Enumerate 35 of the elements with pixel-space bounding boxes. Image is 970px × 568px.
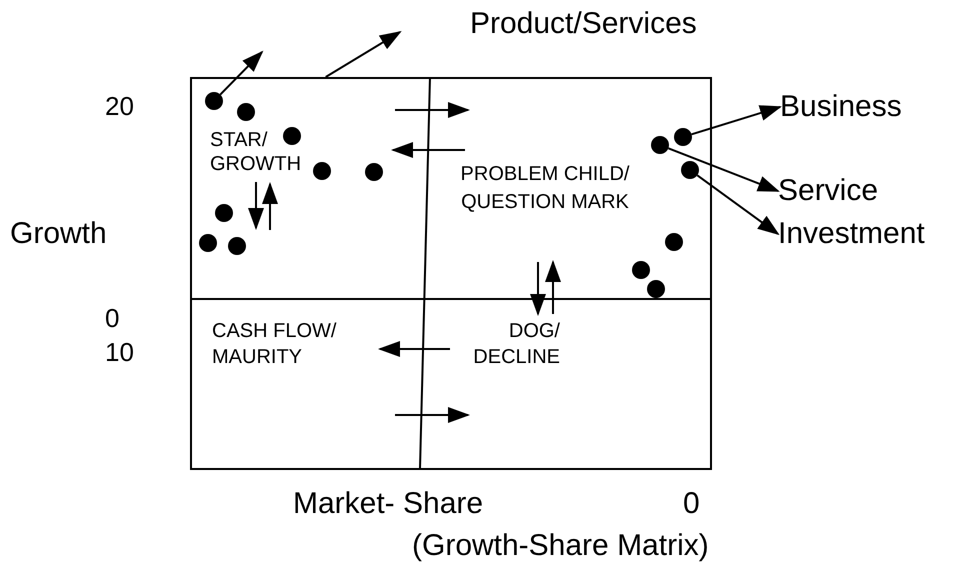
dot — [365, 163, 383, 181]
dot — [215, 204, 233, 222]
dot — [283, 127, 301, 145]
arrow — [691, 105, 782, 136]
arrow — [696, 174, 780, 236]
caption: (Growth-Share Matrix) — [412, 528, 709, 563]
tick-label: 10 — [105, 337, 134, 367]
arrow — [220, 50, 264, 96]
dot — [674, 128, 692, 146]
dot — [647, 280, 665, 298]
dot — [237, 103, 255, 121]
dot — [313, 162, 331, 180]
tick-label: 0 — [105, 303, 120, 333]
quadrant-label: DOG/ DECLINE — [472, 319, 560, 370]
quadrant-label: STAR/ GROWTH — [210, 128, 302, 176]
node-label: Service — [778, 174, 878, 208]
node-label: Business — [780, 90, 902, 124]
dot — [199, 234, 217, 252]
dot — [228, 237, 246, 255]
tick-label: 20 — [105, 91, 134, 121]
axis-label: Product/Services — [470, 6, 697, 41]
dot — [632, 261, 650, 279]
quadrant-label: CASH FLOW/ MAURITY — [212, 319, 338, 370]
axis-label: Growth — [10, 216, 107, 251]
arrow — [668, 147, 780, 192]
node-label: Investment — [778, 217, 925, 251]
arrow — [325, 30, 402, 78]
dot — [205, 92, 223, 110]
matrix-frame — [190, 77, 712, 470]
dot — [651, 136, 669, 154]
dot — [681, 161, 699, 179]
tick-label: 0 — [683, 486, 700, 521]
dot — [665, 233, 683, 251]
axis-label: Market- Share — [293, 486, 484, 521]
quadrant-label: PROBLEM CHILD/ QUESTION MARK — [460, 162, 630, 215]
